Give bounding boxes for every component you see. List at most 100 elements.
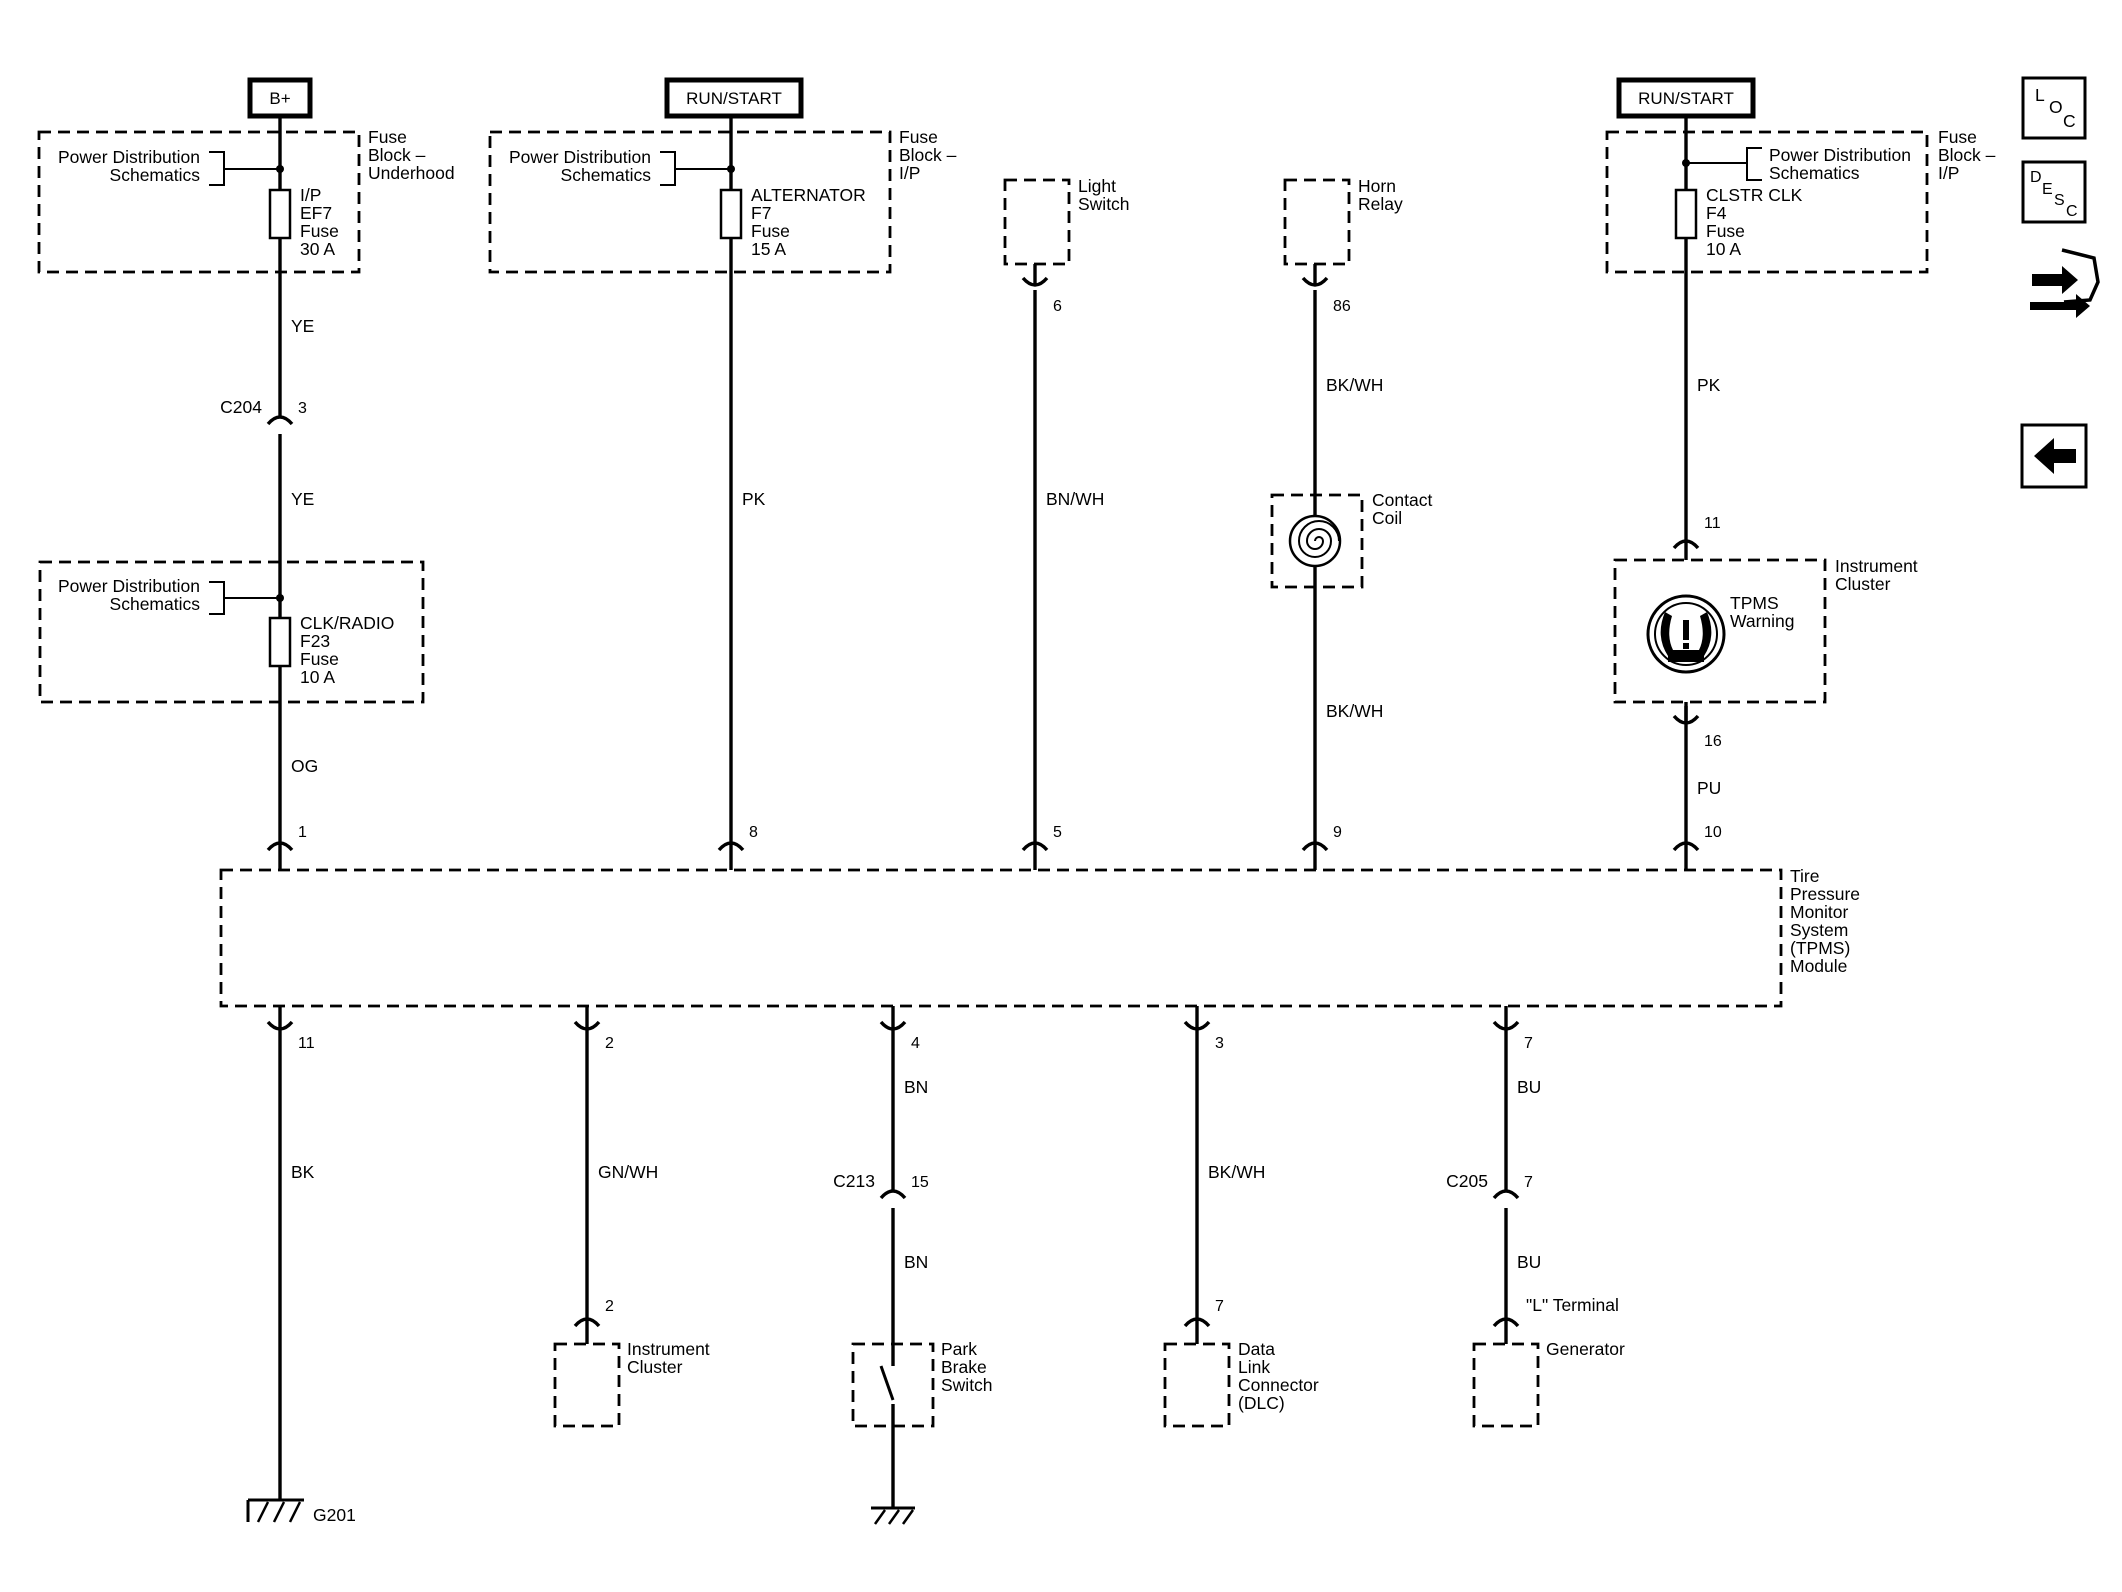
svg-text:Schematics: Schematics <box>1769 163 1860 183</box>
svg-text:15 A: 15 A <box>751 239 786 259</box>
svg-text:Warning: Warning <box>1730 611 1795 631</box>
connector-c204: C204 <box>220 397 262 417</box>
svg-text:Module: Module <box>1790 956 1847 976</box>
svg-text:Schematics: Schematics <box>110 165 201 185</box>
svg-text:Underhood: Underhood <box>368 163 455 183</box>
contact-coil: Contact Coil <box>1270 490 1432 589</box>
svg-text:11: 11 <box>1704 515 1721 532</box>
svg-text:Fuse: Fuse <box>899 127 938 147</box>
tpms-module: Tire Pressure Monitor System (TPMS) Modu… <box>219 866 1860 1008</box>
svg-text:9: 9 <box>1333 824 1342 841</box>
svg-text:Power Distribution: Power Distribution <box>509 147 651 167</box>
fuse-block-underhood-box <box>37 130 361 274</box>
svg-text:ALTERNATOR: ALTERNATOR <box>751 185 866 205</box>
svg-text:Fuse: Fuse <box>751 221 790 241</box>
svg-text:C: C <box>2063 111 2076 131</box>
svg-text:7: 7 <box>1524 1174 1533 1191</box>
svg-text:Tire: Tire <box>1790 866 1820 886</box>
power-source-b-plus: B+ <box>247 77 313 119</box>
svg-text:Instrument: Instrument <box>627 1339 710 1359</box>
svg-text:Power Distribution: Power Distribution <box>1769 145 1911 165</box>
svg-text:E: E <box>2042 181 2053 198</box>
svg-text:Fuse: Fuse <box>300 649 339 669</box>
connector-view-icon[interactable] <box>2030 248 2100 318</box>
svg-text:BK/WH: BK/WH <box>1326 701 1383 721</box>
svg-text:6: 6 <box>1053 298 1062 315</box>
svg-text:Switch: Switch <box>1078 194 1130 214</box>
svg-text:Block –: Block – <box>1938 145 1996 165</box>
svg-text:16: 16 <box>1704 733 1722 750</box>
fuse-f4: CLSTR CLK F4 Fuse 10 A <box>1674 185 1803 259</box>
svg-text:5: 5 <box>1053 824 1062 841</box>
connector-c205: C205 <box>1446 1171 1488 1191</box>
svg-text:F23: F23 <box>300 631 330 651</box>
power-distribution-ref-2: Power Distribution Schematics <box>509 147 735 186</box>
data-link-connector: Data Link Connector (DLC) <box>1163 1339 1319 1428</box>
instrument-cluster-tpms: Instrument Cluster TPMS Warning <box>1613 556 1918 704</box>
svg-text:BU: BU <box>1517 1077 1541 1097</box>
svg-text:Data: Data <box>1238 1339 1275 1359</box>
svg-text:Fuse: Fuse <box>1938 127 1977 147</box>
svg-text:D: D <box>2030 169 2042 186</box>
power-distribution-ref-1: Power Distribution Schematics <box>58 147 284 186</box>
svg-text:11: 11 <box>298 1035 315 1052</box>
svg-text:Relay: Relay <box>1358 194 1403 214</box>
svg-text:Generator: Generator <box>1546 1339 1625 1359</box>
svg-text:86: 86 <box>1333 298 1351 315</box>
svg-text:PK: PK <box>1697 375 1721 395</box>
ground-g201: G201 <box>246 1498 356 1525</box>
park-brake-switch: Park Brake Switch <box>851 1339 993 1428</box>
svg-text:Link: Link <box>1238 1357 1270 1377</box>
svg-text:BK/WH: BK/WH <box>1208 1162 1265 1182</box>
svg-text:I/P: I/P <box>1938 163 1959 183</box>
svg-text:G201: G201 <box>313 1505 356 1525</box>
svg-text:RUN/START: RUN/START <box>686 89 782 108</box>
svg-text:L: L <box>2035 85 2045 105</box>
svg-text:Cluster: Cluster <box>1835 574 1891 594</box>
svg-text:7: 7 <box>1524 1035 1533 1052</box>
light-switch: Light Switch <box>1003 176 1130 266</box>
svg-text:YE: YE <box>291 316 314 336</box>
svg-text:I/P: I/P <box>300 185 321 205</box>
svg-text:10: 10 <box>1704 824 1722 841</box>
description-view-button[interactable]: D E S C <box>2021 160 2087 224</box>
fuse-block-ip-box-1 <box>488 130 892 274</box>
svg-text:30 A: 30 A <box>300 239 335 259</box>
svg-text:Monitor: Monitor <box>1790 902 1849 922</box>
fuse-f23: CLK/RADIO F23 Fuse 10 A <box>268 613 394 687</box>
svg-text:"L" Terminal: "L" Terminal <box>1526 1295 1619 1315</box>
svg-text:4: 4 <box>911 1035 920 1052</box>
svg-text:3: 3 <box>1215 1035 1224 1052</box>
location-view-button[interactable]: L O C <box>2021 76 2087 140</box>
back-arrow-icon[interactable] <box>2020 423 2088 489</box>
svg-text:Power Distribution: Power Distribution <box>58 576 200 596</box>
switch-contact <box>879 1365 895 1401</box>
svg-text:S: S <box>2054 192 2065 209</box>
svg-text:3: 3 <box>298 400 307 417</box>
horn-relay: Horn Relay <box>1283 176 1403 266</box>
svg-text:EF7: EF7 <box>300 203 332 223</box>
fuse-f7: ALTERNATOR F7 Fuse 15 A <box>719 185 866 259</box>
svg-text:Block –: Block – <box>368 145 426 165</box>
svg-text:BU: BU <box>1517 1252 1541 1272</box>
svg-text:YE: YE <box>291 489 314 509</box>
power-source-run-start-2: RUN/START <box>1616 77 1756 119</box>
svg-text:10 A: 10 A <box>300 667 335 687</box>
ground-park-brake <box>871 1506 915 1525</box>
fuse-block-ip-label-1: Fuse Block – I/P <box>899 127 957 183</box>
svg-text:Fuse: Fuse <box>368 127 407 147</box>
svg-text:I/P: I/P <box>899 163 920 183</box>
power-source-run-start-1: RUN/START <box>664 77 804 119</box>
svg-text:TPMS: TPMS <box>1730 593 1779 613</box>
svg-text:B+: B+ <box>269 89 290 108</box>
connector-terminals <box>266 264 1700 1344</box>
power-distribution-ref-3: Power Distribution Schematics <box>1682 145 1911 183</box>
wire-color-labels: YE YE OG PK BN/WH BK/WH BK/WH PK PU BK G… <box>291 316 1721 1272</box>
svg-text:RUN/START: RUN/START <box>1638 89 1734 108</box>
svg-text:Block –: Block – <box>899 145 957 165</box>
svg-text:O: O <box>2049 97 2063 117</box>
svg-text:7: 7 <box>1215 1298 1224 1315</box>
svg-text:10 A: 10 A <box>1706 239 1741 259</box>
svg-text:2: 2 <box>605 1298 614 1315</box>
